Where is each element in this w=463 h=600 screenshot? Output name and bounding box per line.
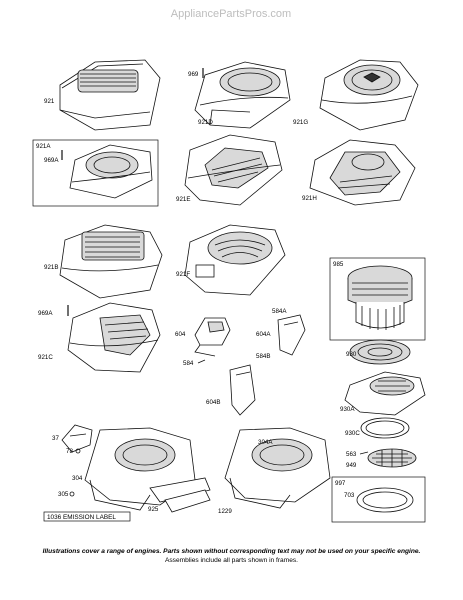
bracket-37 [61,424,93,453]
blower-housing-921h [309,139,416,206]
air-filter-985 [347,265,413,330]
label-304: 304 [72,475,83,482]
blower-housing-921c [67,302,161,373]
frame-997 [331,476,426,523]
bracket-604 [194,317,231,357]
label-930: 930 [346,351,357,358]
air-guide-604b [229,364,256,416]
screen-930 [349,339,411,365]
ring-930c [360,417,410,439]
label-921h: 921H [302,195,317,202]
label-949: 949 [346,462,357,469]
label-584b: 584B [256,353,270,360]
screen-930a [344,371,426,416]
blower-housing-921d [194,61,291,129]
label-604a: 604A [256,331,271,338]
label-78: 78 [66,448,73,455]
label-921c: 921C [38,354,53,361]
label-925: 925 [148,506,159,513]
label-969: 969 [188,71,199,78]
label-969a: 969A [44,157,59,164]
label-921: 921 [44,98,55,105]
label-604: 604 [175,331,186,338]
frame-921a [32,139,159,207]
footnote-line-2: Assemblies include all parts shown in fr… [164,557,299,564]
label-985: 985 [333,261,344,268]
blower-housing-921f [184,224,286,296]
blower-housing-921e [184,134,283,206]
ring-703 [356,487,414,513]
label-997: 997 [335,480,346,487]
label-921g: 921G [293,119,308,126]
label-584-tag: 584 [183,360,194,367]
blower-housing-921g [319,59,419,131]
blower-housing-921 [59,59,161,131]
grille-949 [367,448,417,468]
air-guide-604a [277,314,306,356]
emission-label-text: 1036 EMISSION LABEL [47,514,116,521]
label-703: 703 [344,492,355,499]
label-921b: 921B [44,264,58,271]
label-930a: 930A [340,406,355,413]
label-604b: 604B [206,399,220,406]
label-563: 563 [346,451,357,458]
label-930c: 930C [345,430,360,437]
blower-housing-304 [84,427,211,511]
emission-label-box [43,511,131,522]
blower-housing-921b [59,224,163,299]
blower-housing-304a [224,427,331,509]
site-watermark: AppliancePartsPros.com [171,8,291,20]
label-1229: 1229 [218,508,232,515]
footnote-line-1: Illustrations cover a range of engines. … [42,548,421,555]
label-584a: 584A [272,308,287,315]
guard-925 [164,489,211,513]
label-37: 37 [52,435,59,442]
footnote: Illustrations cover a range of engines. … [0,547,463,565]
label-921a: 921A [36,143,51,150]
label-304a: 304A [258,439,273,446]
label-305: 305 [58,491,69,498]
label-969a-2: 969A [38,310,53,317]
blower-housing-921a [69,144,153,199]
label-921f: 921F [176,271,190,278]
label-921e: 921E [176,196,190,203]
label-921d: 921D [198,119,213,126]
